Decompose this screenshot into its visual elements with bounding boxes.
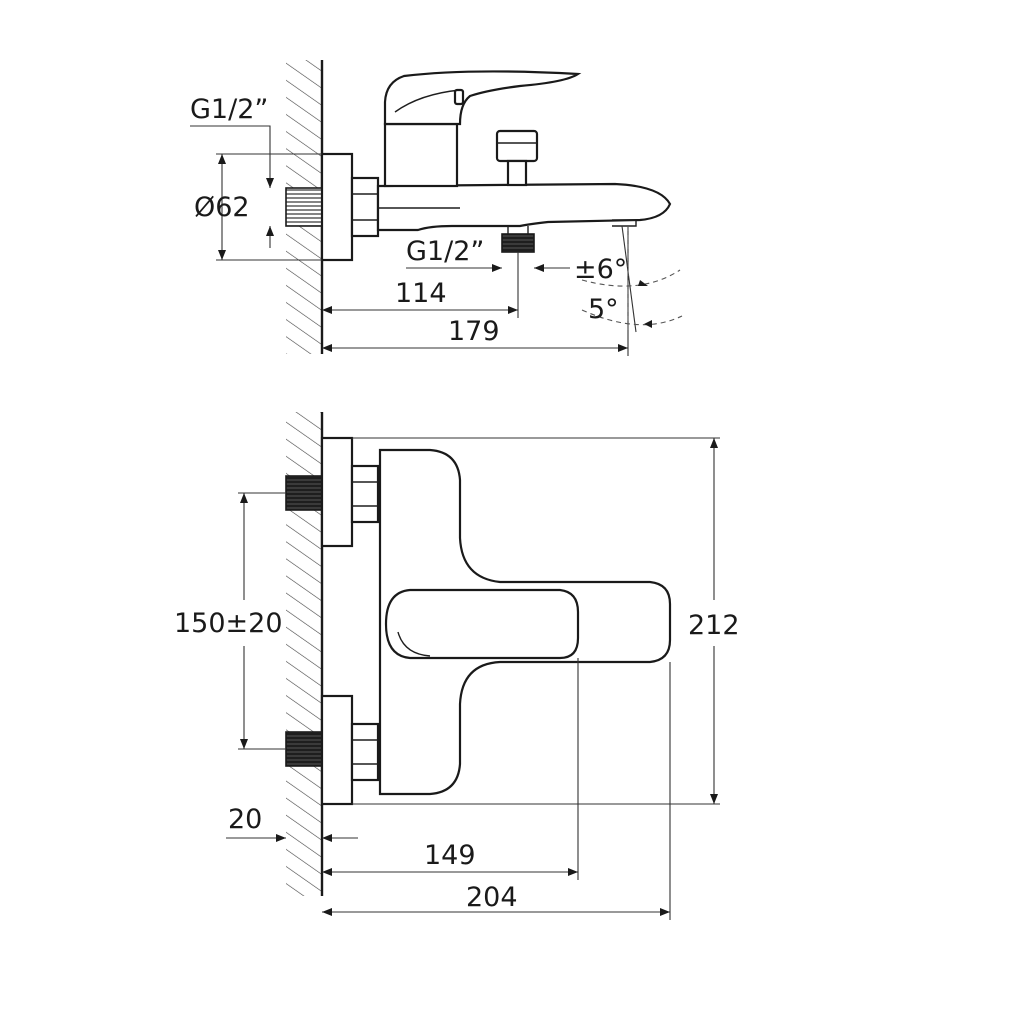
- spout-body: [376, 182, 672, 232]
- label-wall-offset: 20: [228, 804, 262, 835]
- label-outlet-distance: 114: [395, 278, 447, 309]
- inlet-thread-side: [285, 187, 323, 227]
- outlet-thread-side: [501, 233, 535, 253]
- cartridge-body: [383, 122, 459, 188]
- label-inlet-thread: G1/2”: [190, 94, 268, 125]
- lower-inlet: [285, 694, 380, 806]
- dim-handle-length: [322, 658, 579, 880]
- label-total-length: 204: [466, 882, 518, 913]
- label-spout-length: 179: [448, 316, 500, 347]
- handle-front: [384, 588, 580, 660]
- dim-flange-diameter: [216, 153, 322, 261]
- label-outlet-thread: G1/2”: [406, 236, 484, 267]
- lever-handle-side: [383, 70, 582, 126]
- label-flange-diameter: Ø62: [194, 192, 250, 223]
- hex-nut-side: [350, 176, 380, 238]
- spout-outlet: [612, 219, 637, 227]
- dim-total-length: [322, 662, 671, 920]
- diverter-knob: [495, 129, 539, 187]
- flange-side: [320, 152, 354, 262]
- dim-wall-offset: [226, 834, 358, 842]
- label-angle: 5°: [588, 294, 619, 325]
- label-inlet-spacing: 150±20: [174, 608, 283, 639]
- front-view: 150±20 212 20 149: [174, 412, 740, 920]
- angle-indicator: [581, 225, 683, 334]
- label-angle-tolerance: ±6°: [574, 254, 627, 285]
- side-view: G1/2” Ø62 G1/2” 114: [190, 60, 683, 356]
- label-height: 212: [688, 610, 740, 641]
- dim-height: [352, 437, 720, 805]
- dim-outlet-distance: [322, 252, 519, 318]
- dim-inlet-spacing: [238, 492, 286, 750]
- label-handle-length: 149: [424, 840, 476, 871]
- upper-inlet: [285, 436, 380, 548]
